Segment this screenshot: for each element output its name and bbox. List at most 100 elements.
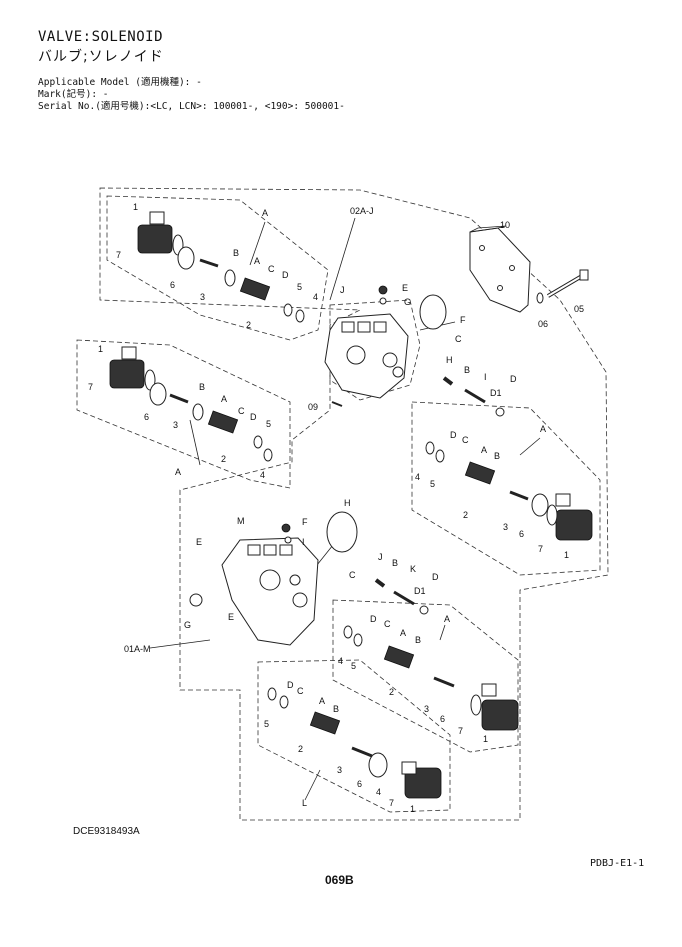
callout-7: 7 — [458, 726, 463, 736]
valve-body-j — [324, 313, 409, 399]
callout-a: A — [221, 394, 227, 404]
solenoid-right — [531, 493, 593, 541]
callout-d: D — [450, 430, 457, 440]
callout-2: 2 — [221, 454, 226, 464]
callout-c: C — [455, 334, 462, 344]
callout-3: 3 — [173, 420, 178, 430]
callout-5: 5 — [430, 479, 435, 489]
callout-3: 3 — [424, 704, 429, 714]
callout-1: 1 — [133, 202, 138, 212]
bolt-and-washer — [536, 269, 589, 304]
callout-d: D — [510, 374, 517, 384]
callout-c: C — [349, 570, 356, 580]
callout-a: A — [262, 208, 268, 218]
valve-body-m — [221, 537, 319, 646]
callout-4: 4 — [415, 472, 420, 482]
callout-10: 10 — [500, 220, 510, 230]
callout-a: A — [175, 467, 181, 477]
callout-7: 7 — [538, 544, 543, 554]
callout-6: 6 — [440, 714, 445, 724]
callout-g: G — [404, 297, 411, 307]
callout-1: 1 — [564, 550, 569, 560]
pins-and-rods — [169, 258, 529, 758]
callout-b: B — [233, 248, 239, 258]
callout-b: B — [464, 365, 470, 375]
callout-d1: D1 — [490, 388, 502, 398]
solenoid-bottom — [368, 752, 442, 799]
callout-4: 4 — [338, 656, 343, 666]
callout-02a-j: 02A-J — [350, 206, 374, 216]
callout-b: B — [415, 635, 421, 645]
callout-e: E — [196, 537, 202, 547]
callout-e: E — [402, 283, 408, 293]
spool-cartridges — [207, 277, 496, 735]
group-02a-j-outline — [99, 187, 609, 821]
sub-a-upper-left-outline — [106, 195, 329, 341]
callout-h: H — [344, 498, 351, 508]
callout-2: 2 — [298, 744, 303, 754]
callout-m: M — [237, 516, 245, 526]
callout-a: A — [319, 696, 325, 706]
o-ring-f — [419, 294, 447, 330]
sub-a-middle-left-outline — [76, 339, 291, 489]
callout-7: 7 — [116, 250, 121, 260]
callout-1: 1 — [98, 344, 103, 354]
page-number: 069B — [325, 873, 354, 887]
o-ring-h — [326, 511, 358, 553]
callout-5: 5 — [266, 419, 271, 429]
callout-5: 5 — [297, 282, 302, 292]
callout-c: C — [462, 435, 469, 445]
callout-i: I — [484, 372, 487, 382]
callout-j: J — [340, 285, 345, 295]
document-id: DCE9318493A — [73, 826, 140, 837]
callout-d: D — [432, 572, 439, 582]
solenoid-middle-left — [109, 346, 167, 406]
callout-b: B — [392, 558, 398, 568]
callout-c: C — [238, 406, 245, 416]
title-japanese: バルブ;ソレノイド — [38, 49, 164, 65]
callout-2: 2 — [389, 687, 394, 697]
solenoid-upper-left — [137, 211, 195, 270]
callout-2: 2 — [246, 320, 251, 330]
sub-a-lower-outline — [332, 599, 519, 753]
callout-3: 3 — [200, 292, 205, 302]
callout-6: 6 — [357, 779, 362, 789]
callout-7: 7 — [88, 382, 93, 392]
cover-plate — [469, 225, 531, 313]
title-english: VALVE:SOLENOID — [38, 29, 164, 45]
callout-09: 09 — [308, 402, 318, 412]
callout-4: 4 — [313, 292, 318, 302]
callout-4: 4 — [376, 787, 381, 797]
callout-i: I — [302, 537, 305, 547]
callout-7: 7 — [389, 798, 394, 808]
callout-d1: D1 — [414, 586, 426, 596]
callout-b: B — [333, 704, 339, 714]
serial-number-line: Serial No.(適用号機):<LC, LCN>: 100001-, <19… — [38, 101, 345, 112]
callout-a: A — [254, 256, 260, 266]
callout-01a-m: 01A-M — [124, 644, 151, 654]
callout-d: D — [250, 412, 257, 422]
callout-6: 6 — [519, 529, 524, 539]
page-code: PDBJ-E1-1 — [590, 858, 645, 869]
callout-b: B — [199, 382, 205, 392]
callout-b: B — [494, 451, 500, 461]
callout-a: A — [400, 628, 406, 638]
callout-3: 3 — [337, 765, 342, 775]
callout-g: G — [184, 620, 191, 630]
callout-05: 05 — [574, 304, 584, 314]
callout-f: F — [302, 517, 308, 527]
callout-5: 5 — [264, 719, 269, 729]
sub-j-body-outline — [329, 299, 421, 401]
callout-a: A — [540, 424, 546, 434]
mark-line: Mark(記号): - — [38, 89, 109, 100]
callout-f: F — [460, 315, 466, 325]
callout-6: 6 — [170, 280, 175, 290]
callout-k: K — [410, 564, 416, 574]
callout-c: C — [297, 686, 304, 696]
callout-6: 6 — [144, 412, 149, 422]
callout-j: J — [378, 552, 383, 562]
callout-c: C — [384, 619, 391, 629]
callout-3: 3 — [503, 522, 508, 532]
callout-labels: 02A-J 01A-M 10 05 06 09 1 7 6 3 2 4 5 A … — [88, 202, 584, 814]
